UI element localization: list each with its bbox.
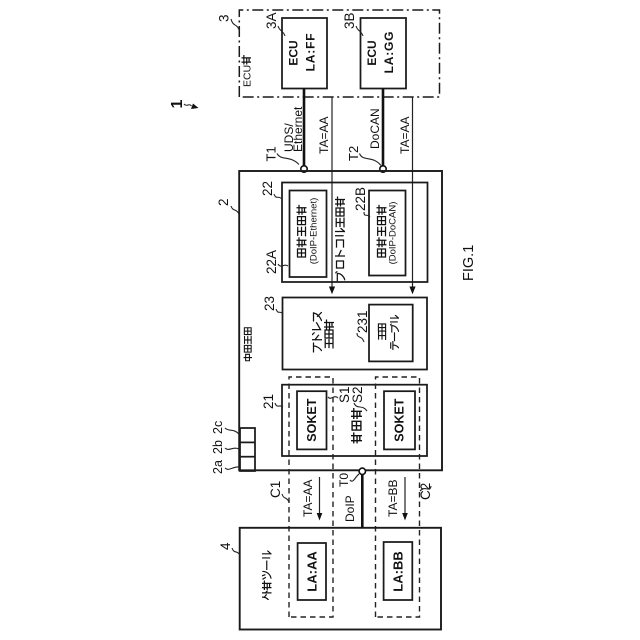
svg-text:2b: 2b: [211, 440, 225, 454]
svg-text:3: 3: [217, 14, 232, 22]
svg-text:LA:GG: LA:GG: [382, 31, 396, 74]
svg-text:T0: T0: [337, 473, 351, 487]
svg-text:ECU: ECU: [365, 40, 379, 65]
svg-text:TA=BB: TA=BB: [386, 480, 400, 517]
svg-text:3B: 3B: [342, 12, 357, 29]
svg-text:TA=AA: TA=AA: [317, 117, 331, 154]
svg-text:FIG.1: FIG.1: [461, 245, 477, 281]
svg-text:22: 22: [260, 181, 275, 196]
svg-text:C1: C1: [268, 481, 283, 498]
svg-text:SOKET: SOKET: [393, 398, 407, 441]
svg-text:C2: C2: [418, 483, 433, 500]
svg-text:21: 21: [261, 394, 276, 409]
svg-text:S2: S2: [350, 386, 365, 403]
svg-text:TA=AA: TA=AA: [398, 117, 412, 154]
svg-text:UDS/: UDS/: [282, 123, 296, 152]
svg-text:4: 4: [218, 542, 233, 550]
svg-text:Ethernet: Ethernet: [291, 106, 305, 152]
svg-text:2a: 2a: [211, 460, 225, 474]
svg-text:22A: 22A: [264, 250, 279, 274]
svg-text:3A: 3A: [264, 12, 279, 29]
svg-text:T2: T2: [346, 146, 361, 161]
svg-text:ECU: ECU: [287, 40, 301, 65]
svg-text:LA:FF: LA:FF: [304, 33, 318, 72]
svg-text:T1: T1: [264, 146, 279, 161]
svg-text:1: 1: [169, 100, 186, 109]
svg-text:TA=AA: TA=AA: [301, 480, 315, 517]
svg-text:DoCAN: DoCAN: [368, 108, 382, 149]
svg-text:DoIP: DoIP: [343, 495, 357, 522]
svg-text:2c: 2c: [211, 421, 225, 434]
svg-text:LA:BB: LA:BB: [391, 551, 406, 591]
svg-text:231: 231: [355, 310, 370, 333]
svg-text:ECU: ECU: [242, 65, 254, 87]
svg-text:SOKET: SOKET: [305, 398, 319, 441]
svg-text:(DoIP-Ethernet): (DoIP-Ethernet): [309, 198, 320, 265]
svg-text:23: 23: [262, 296, 277, 311]
svg-text:S1: S1: [337, 386, 352, 403]
svg-text:22B: 22B: [353, 187, 368, 211]
svg-text:2: 2: [216, 198, 231, 206]
svg-text:LA:AA: LA:AA: [304, 551, 319, 592]
svg-text:(DoIP-DoCAN): (DoIP-DoCAN): [388, 202, 399, 265]
